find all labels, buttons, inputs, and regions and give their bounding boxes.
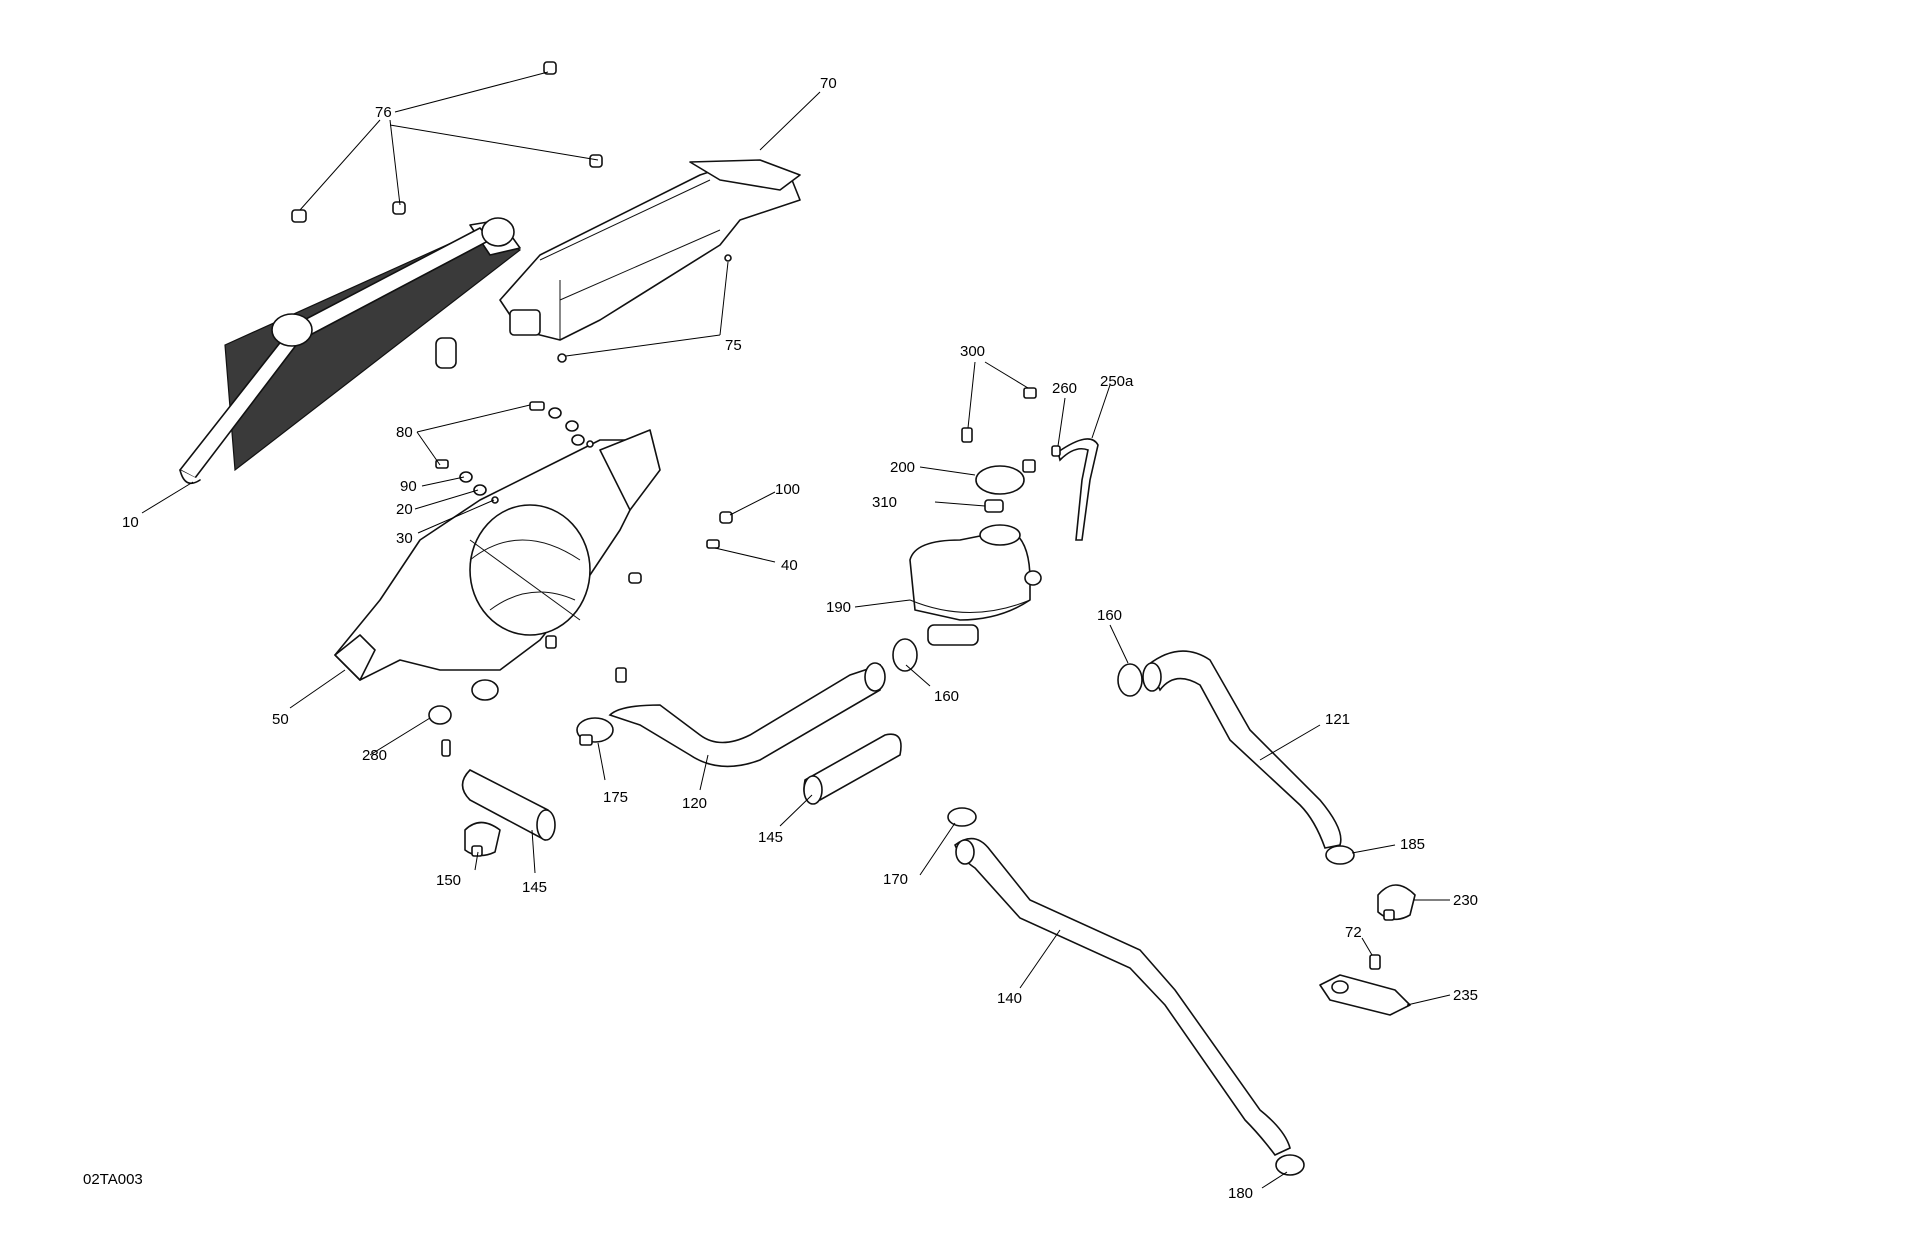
hose-120 — [608, 662, 886, 768]
callout-30: 30 — [396, 530, 413, 547]
fastener-76-group — [291, 61, 603, 223]
clamp-170 — [947, 807, 977, 827]
callout-300: 300 — [960, 343, 985, 360]
document-code: 02TA003 — [83, 1171, 143, 1188]
callout-150: 150 — [436, 872, 461, 889]
clamp-175 — [576, 717, 614, 746]
callout-90: 90 — [400, 478, 417, 495]
nut-100-bolt-40 — [545, 511, 733, 649]
clamp-160-right — [1117, 663, 1143, 697]
clamp-310 — [984, 499, 1004, 513]
callout-50: 50 — [272, 711, 289, 728]
callout-140: 140 — [997, 990, 1022, 1007]
clip-75-group — [557, 254, 732, 363]
callout-160-right: 160 — [1097, 607, 1122, 624]
callout-145-left: 145 — [522, 879, 547, 896]
hose-145-left — [461, 769, 556, 841]
callout-235: 235 — [1453, 987, 1478, 1004]
bracket-235 — [1319, 954, 1411, 1016]
hose-140 — [954, 837, 1291, 1156]
clamp-150 — [464, 821, 501, 857]
callout-76: 76 — [375, 104, 392, 121]
fan-shroud — [334, 429, 661, 681]
callout-labels: 76 70 75 10 80 90 20 30 100 40 50 280 15… — [122, 75, 1478, 1202]
callout-80: 80 — [396, 424, 413, 441]
clamp-230 — [1377, 884, 1416, 921]
callout-75: 75 — [725, 337, 742, 354]
callout-260: 260 — [1052, 380, 1077, 397]
callout-190: 190 — [826, 599, 851, 616]
leader-lines — [141, 71, 1451, 1189]
radiator-support — [499, 159, 801, 341]
callout-185: 185 — [1400, 836, 1425, 853]
hardware-80-90-20-30 — [435, 401, 594, 504]
callout-70: 70 — [820, 75, 837, 92]
hose-145-center — [803, 733, 902, 805]
callout-20: 20 — [396, 501, 413, 518]
expansion-tank — [909, 524, 1042, 646]
fastener-300-group — [961, 387, 1037, 473]
clamp-180 — [1275, 1154, 1305, 1176]
callout-72: 72 — [1345, 924, 1362, 941]
callout-160-left: 160 — [934, 688, 959, 705]
vent-hose-250a — [1051, 438, 1099, 541]
callout-280: 280 — [362, 747, 387, 764]
callout-121: 121 — [1325, 711, 1350, 728]
hose-121 — [1142, 650, 1342, 849]
callout-250a: 250a — [1100, 373, 1134, 390]
callout-120: 120 — [682, 795, 707, 812]
callout-230: 230 — [1453, 892, 1478, 909]
callout-100: 100 — [775, 481, 800, 498]
callout-175: 175 — [603, 789, 628, 806]
callout-180: 180 — [1228, 1185, 1253, 1202]
callout-310: 310 — [872, 494, 897, 511]
radiator — [179, 217, 522, 485]
callout-40: 40 — [781, 557, 798, 574]
clamp-185 — [1325, 845, 1355, 865]
callout-10: 10 — [122, 514, 139, 531]
grommet-280 — [428, 679, 499, 757]
callout-170: 170 — [883, 871, 908, 888]
tank-cap-200 — [975, 465, 1025, 495]
callout-145-center: 145 — [758, 829, 783, 846]
callout-200: 200 — [890, 459, 915, 476]
clamp-160-left — [892, 638, 918, 672]
